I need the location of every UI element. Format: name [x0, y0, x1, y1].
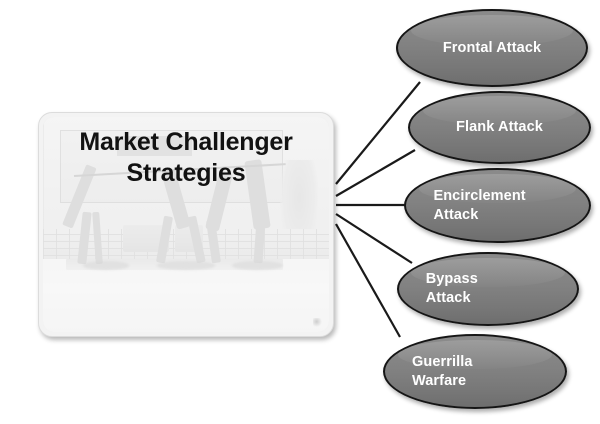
node-label-encirclement-attack: Encirclement Attack [433, 187, 526, 223]
node-label-guerrilla-warfare: Guerrilla Warfare [412, 353, 473, 389]
node-frontal-attack[interactable]: Frontal Attack [396, 9, 588, 87]
photo-building-window [117, 136, 192, 156]
center-node-title-line-2: Strategies [126, 158, 246, 187]
photo-shadow-1 [83, 261, 129, 270]
photo-ground [43, 258, 329, 332]
center-node-title: Market Challenger Strategies [39, 127, 333, 188]
photo-fade-overlay [43, 117, 329, 332]
node-label-flank-attack: Flank Attack [456, 119, 543, 136]
node-guerrilla-warfare[interactable]: Guerrilla Warfare [383, 334, 567, 409]
photo-corner-mark [313, 318, 322, 327]
center-node-photo [43, 117, 329, 332]
connector-bypass-attack [335, 213, 413, 264]
node-flank-attack[interactable]: Flank Attack [408, 91, 591, 164]
node-bypass-attack[interactable]: Bypass Attack [397, 252, 579, 326]
photo-shadow-2 [157, 261, 215, 270]
node-label-frontal-attack: Frontal Attack [442, 39, 542, 56]
connector-flank-attack [335, 149, 416, 197]
node-encirclement-attack[interactable]: Encirclement Attack [404, 168, 591, 243]
node-label-bypass-attack: Bypass Attack [425, 271, 478, 306]
connector-guerrilla-warfare [335, 223, 401, 338]
photo-shadow-3 [231, 261, 284, 270]
center-node-title-line-1: Market Challenger [79, 128, 293, 156]
center-node-card[interactable]: Market Challenger Strategies [38, 112, 334, 337]
connector-frontal-attack [335, 81, 421, 185]
